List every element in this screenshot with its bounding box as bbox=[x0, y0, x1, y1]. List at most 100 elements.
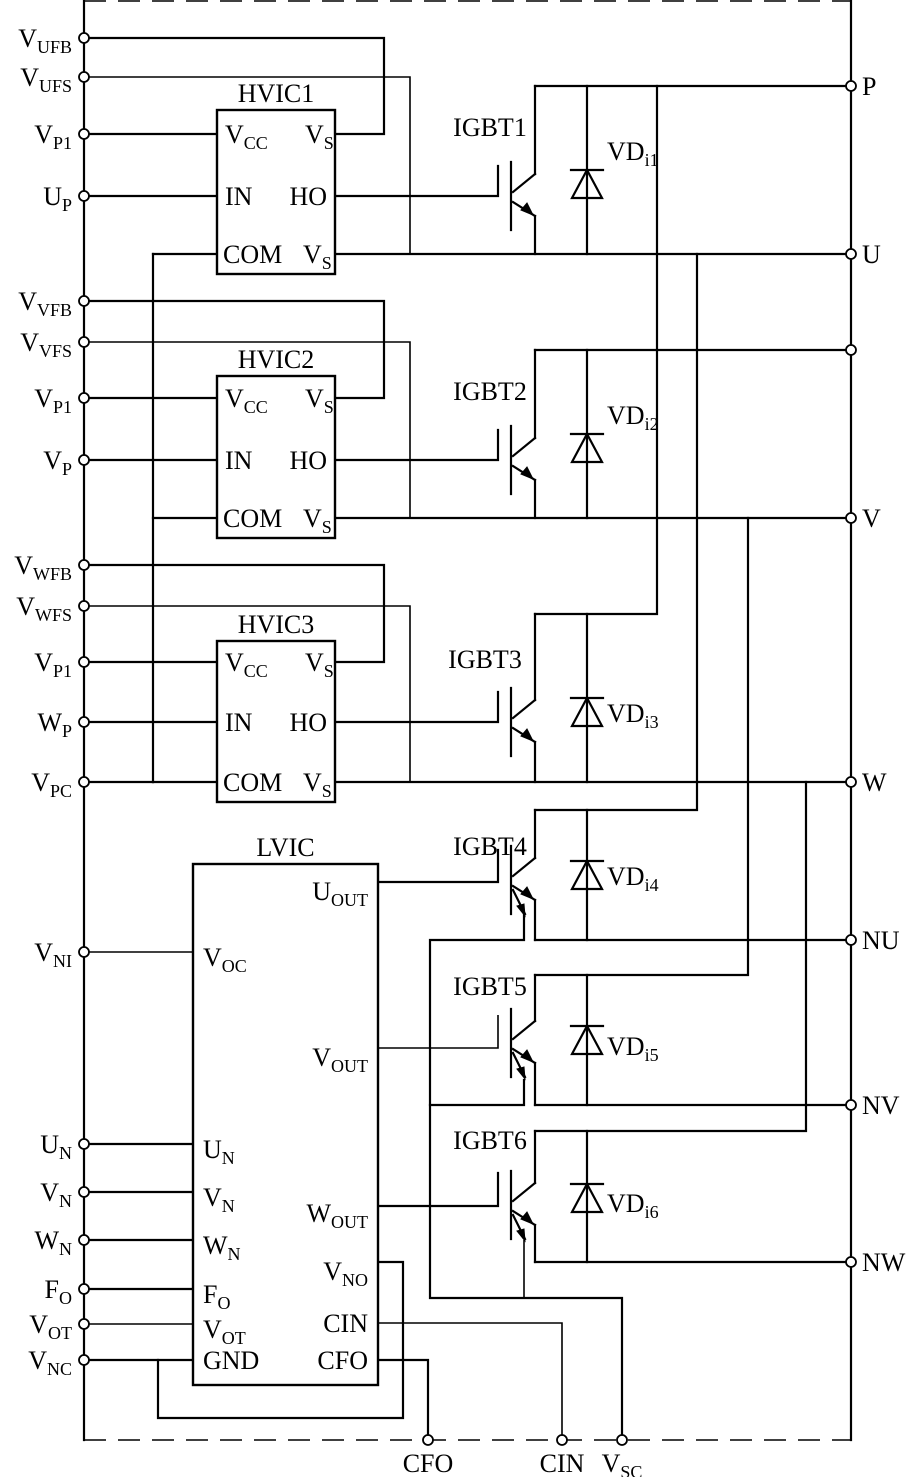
pin-label-vp1b-sub: P1 bbox=[53, 397, 72, 417]
labels: VUFBVUFSVP1UPVVFBVVFSVP1VPVWFBVWFSVP1WPV… bbox=[14, 24, 906, 1477]
pin-label-vvfs: VVFS bbox=[20, 328, 72, 361]
terminal-unlabeled[interactable] bbox=[845, 344, 857, 356]
pin-label-un-sub: N bbox=[59, 1143, 72, 1163]
lvic-title: LVIC bbox=[256, 833, 314, 862]
hvic2-pin-ho-main: HO bbox=[289, 446, 327, 475]
terminal-vnc[interactable] bbox=[78, 1354, 90, 1366]
terminal-vot[interactable] bbox=[78, 1318, 90, 1330]
hvic1-pin-vcc-main: V bbox=[225, 120, 244, 149]
diode-label-4-main: VD bbox=[607, 862, 645, 891]
terminal-label-nw: NW bbox=[862, 1248, 906, 1277]
diode6-triangle bbox=[570, 1181, 604, 1214]
hvic2-pin-vcc-sub: CC bbox=[244, 397, 268, 417]
terminal-up[interactable] bbox=[78, 190, 90, 202]
hvic3-pin-com-main: COM bbox=[223, 768, 282, 797]
wire-vsc bbox=[428, 913, 624, 1442]
terminal-vni[interactable] bbox=[78, 946, 90, 958]
wire-cin bbox=[378, 1322, 563, 1440]
terminal-label-u: U bbox=[862, 240, 881, 269]
hvic1-pin-ho-main: HO bbox=[289, 182, 327, 211]
terminal-fo[interactable] bbox=[78, 1283, 90, 1295]
hvic1-pin-vcc: VCC bbox=[225, 120, 268, 153]
terminal-w[interactable] bbox=[845, 776, 857, 788]
terminal-vufb[interactable] bbox=[78, 32, 90, 44]
pin-label-vp1a-main: V bbox=[34, 120, 53, 149]
terminal-p[interactable] bbox=[845, 80, 857, 92]
terminal-wp[interactable] bbox=[78, 716, 90, 728]
terminal-cin[interactable] bbox=[556, 1434, 568, 1446]
lvic-pin-right-0-sub: OUT bbox=[331, 890, 368, 910]
hvic1-pin-vcc-sub: CC bbox=[244, 133, 268, 153]
terminal-vp1c[interactable] bbox=[78, 656, 90, 668]
terminal-vvfs[interactable] bbox=[78, 336, 90, 348]
terminal-label-cin: CIN bbox=[540, 1449, 585, 1477]
terminal-vsc[interactable] bbox=[616, 1434, 628, 1446]
terminal-vp[interactable] bbox=[78, 454, 90, 466]
igbt-label-5: IGBT5 bbox=[453, 972, 527, 1001]
igbt-label-3: IGBT3 bbox=[448, 645, 522, 674]
terminal-vufs[interactable] bbox=[78, 71, 90, 83]
terminal-vwfs[interactable] bbox=[78, 600, 90, 612]
diode-label-1: VDi1 bbox=[607, 137, 659, 170]
pin-label-vnc: VNC bbox=[28, 1346, 72, 1379]
lvic-pin-left-1: UN bbox=[203, 1135, 235, 1168]
module-boundary bbox=[84, 0, 851, 1441]
pin-label-vp1c: VP1 bbox=[34, 648, 72, 681]
hvic3-pin-vs-top: VS bbox=[305, 648, 334, 681]
diode1-triangle bbox=[570, 167, 604, 200]
lvic-pin-left-1-main: U bbox=[203, 1135, 222, 1164]
terminal-label-w: W bbox=[862, 768, 887, 797]
terminal-label-nu: NU bbox=[862, 926, 900, 955]
terminal-un[interactable] bbox=[78, 1138, 90, 1150]
pin-label-vwfb-main: V bbox=[14, 551, 33, 580]
terminal-vpc[interactable] bbox=[78, 776, 90, 788]
terminal-nw[interactable] bbox=[845, 1256, 857, 1268]
lvic-pin-right-3: VNO bbox=[323, 1257, 368, 1290]
hvic3-pin-ho-main: HO bbox=[289, 708, 327, 737]
pin-label-fo-main: F bbox=[45, 1275, 59, 1304]
terminal-cfo[interactable] bbox=[422, 1434, 434, 1446]
igbt6-sense-arrow-icon bbox=[516, 1228, 526, 1243]
wire-sense-5 bbox=[428, 1078, 526, 1107]
igbt-label-6: IGBT6 bbox=[453, 1126, 527, 1155]
lvic-pin-right-2-main: W bbox=[306, 1199, 331, 1228]
igbt2-emitter-arrow-icon bbox=[520, 466, 535, 480]
hvic3-pin-vs-top-main: V bbox=[305, 648, 324, 677]
terminal-nu[interactable] bbox=[845, 934, 857, 946]
terminal-vp1b[interactable] bbox=[78, 392, 90, 404]
pin-label-vvfb-main: V bbox=[18, 287, 37, 316]
terminal-label-vsc-sub: SC bbox=[620, 1462, 642, 1477]
terminal-label-p: P bbox=[862, 72, 876, 101]
terminal-nv[interactable] bbox=[845, 1099, 857, 1111]
hvic1-pin-vs-bot-main: V bbox=[303, 240, 322, 269]
pin-label-vvfs-main: V bbox=[20, 328, 39, 357]
lvic-pin-right-1-sub: OUT bbox=[331, 1056, 368, 1076]
terminal-vwfb[interactable] bbox=[78, 559, 90, 571]
lvic-pin-left-2-sub: N bbox=[222, 1196, 235, 1216]
igbt4-emitter-arrow-icon bbox=[520, 886, 535, 900]
igbt-label-2: IGBT2 bbox=[453, 377, 527, 406]
terminal-vp1a[interactable] bbox=[78, 128, 90, 140]
hvic1-pin-ho: HO bbox=[289, 182, 327, 211]
terminal-wn[interactable] bbox=[78, 1234, 90, 1246]
wire-vfb-3 bbox=[82, 563, 386, 664]
terminal-v[interactable] bbox=[845, 512, 857, 524]
diode-label-1-main: VD bbox=[607, 137, 645, 166]
lvic-pin-left-2: VN bbox=[203, 1183, 235, 1216]
lvic-pin-right-4-main: CIN bbox=[323, 1309, 368, 1338]
terminal-vn[interactable] bbox=[78, 1186, 90, 1198]
pin-label-vwfb-sub: WFB bbox=[33, 564, 72, 584]
igbt5-emitter-arrow-icon bbox=[520, 1049, 535, 1063]
pin-label-vot-sub: OT bbox=[48, 1323, 72, 1343]
pin-label-vwfs-sub: WFS bbox=[35, 605, 72, 625]
wire-p-to-igbt3 bbox=[533, 84, 659, 616]
terminal-label-nv: NV bbox=[862, 1091, 900, 1120]
pin-label-wn-sub: N bbox=[59, 1239, 72, 1259]
pin-label-vni-sub: NI bbox=[53, 951, 72, 971]
lvic-pin-left-4-main: F bbox=[203, 1280, 217, 1309]
terminal-vvfb[interactable] bbox=[78, 295, 90, 307]
hvic2-pin-vs-top: VS bbox=[305, 384, 334, 417]
terminal-u[interactable] bbox=[845, 248, 857, 260]
hvic1-pin-in-main: IN bbox=[225, 182, 253, 211]
